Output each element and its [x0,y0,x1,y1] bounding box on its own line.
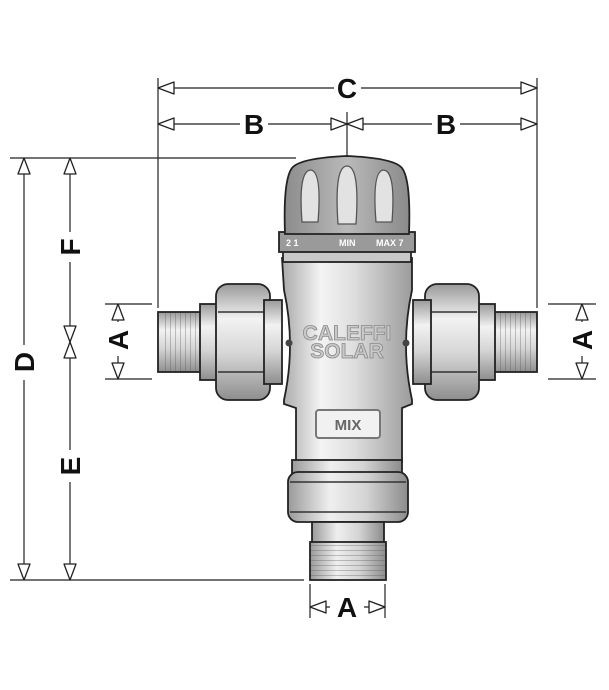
dim-label-f: F [55,238,86,255]
dim-label-a-bottom: A [337,592,357,623]
dim-label-d: D [9,352,40,372]
dim-label-a-right: A [567,330,598,350]
dim-label-b-right: B [436,109,456,140]
knob-scale-left: 2 1 [286,238,299,248]
dim-label-e: E [55,457,86,476]
dimension-lines [10,78,596,618]
dim-label-a-left: A [103,330,134,350]
brand-line-2: SOLAR [310,340,384,363]
knob-scale-min: MIN [339,238,356,248]
valve-illustration [157,155,538,581]
dim-label-b-left: B [244,109,264,140]
mix-badge-label: MIX [335,417,362,434]
knob-scale-max: MAX 7 [376,238,404,248]
dim-label-c: C [337,73,357,104]
brand-line-1: CALEFFI [303,322,392,345]
